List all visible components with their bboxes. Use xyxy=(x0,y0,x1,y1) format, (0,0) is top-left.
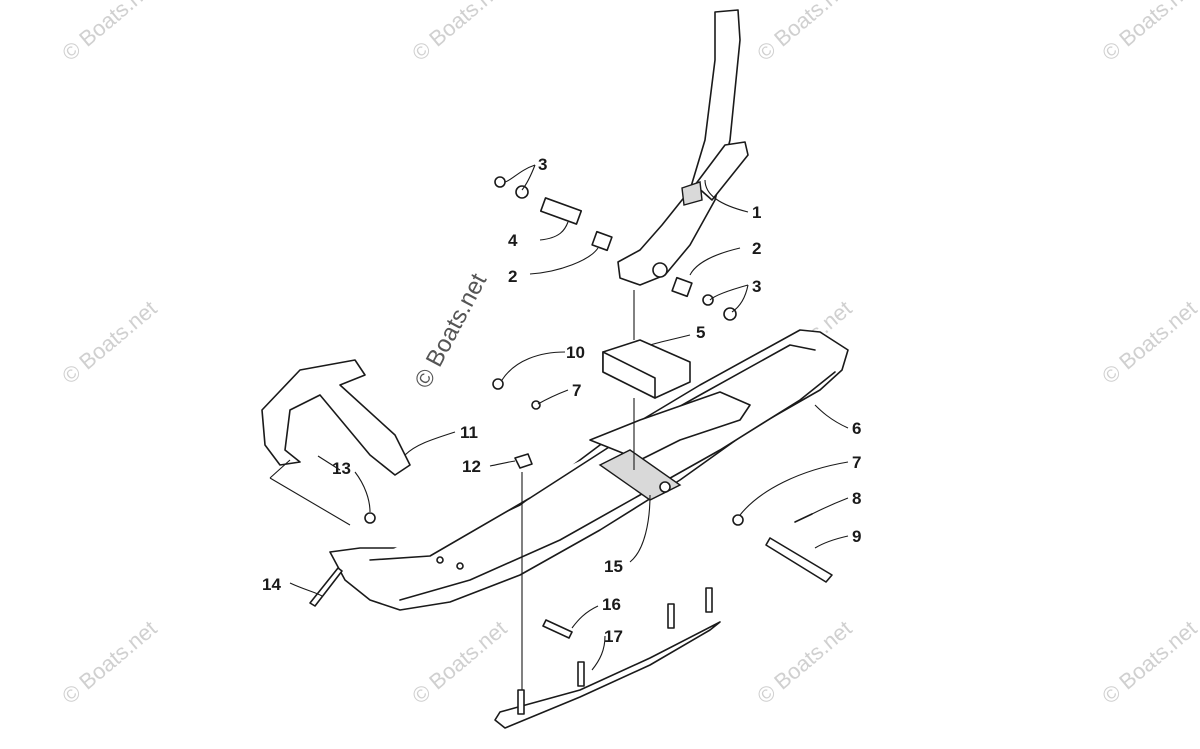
ski-handle xyxy=(261,359,411,476)
watermark: © Boats.net xyxy=(57,296,161,389)
watermark: © Boats.net xyxy=(1097,616,1200,709)
watermark: © Boats.net xyxy=(1097,296,1200,389)
watermark: © Boats.net xyxy=(752,616,856,709)
leader-lines xyxy=(269,164,849,690)
callout-1: 1 xyxy=(752,203,761,222)
callout-7: 7 xyxy=(852,453,861,472)
callout-7: 7 xyxy=(572,381,581,400)
callout-5: 5 xyxy=(696,323,705,342)
watermark-center: © Boats.net xyxy=(409,269,492,393)
callout-2: 2 xyxy=(752,239,761,258)
callout-17: 17 xyxy=(604,627,623,646)
watermark: © Boats.net xyxy=(407,0,511,66)
watermark: © Boats.net xyxy=(57,0,161,66)
callout-4: 4 xyxy=(508,231,518,250)
watermark: © Boats.net xyxy=(752,0,856,66)
callout-13: 13 xyxy=(332,459,351,478)
callout-2: 2 xyxy=(508,267,517,286)
callout-16: 16 xyxy=(602,595,621,614)
watermark: © Boats.net xyxy=(407,616,511,709)
pad xyxy=(602,339,691,399)
callout-8: 8 xyxy=(852,489,861,508)
callout-14: 14 xyxy=(262,575,281,594)
watermark: © Boats.net xyxy=(57,616,161,709)
ski-body xyxy=(329,329,849,611)
callout-3: 3 xyxy=(752,277,761,296)
wear-bar xyxy=(494,587,721,729)
callout-3: 3 xyxy=(538,155,547,174)
watermark: © Boats.net xyxy=(1097,0,1200,66)
callout-12: 12 xyxy=(462,457,481,476)
callout-6: 6 xyxy=(852,419,861,438)
spindle xyxy=(617,9,749,286)
callout-labels: 1 2 2 3 3 4 5 6 7 7 8 9 10 11 12 13 14 1… xyxy=(262,155,861,646)
callout-9: 9 xyxy=(852,527,861,546)
callout-15: 15 xyxy=(604,557,623,576)
hardware xyxy=(309,176,833,639)
callout-11: 11 xyxy=(460,423,478,442)
callout-10: 10 xyxy=(566,343,585,362)
